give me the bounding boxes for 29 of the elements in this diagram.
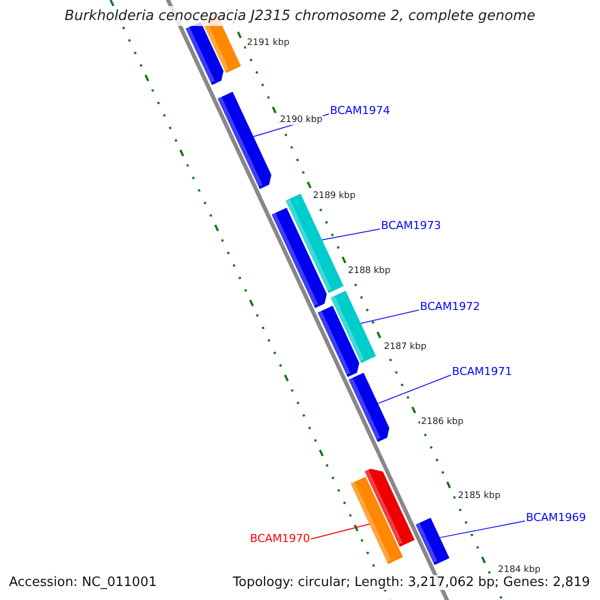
leader-line (321, 228, 380, 240)
leader-line (360, 310, 420, 324)
position-label: 2190 kbp (279, 115, 324, 125)
gene-bar (318, 306, 359, 376)
leader-line (440, 520, 526, 538)
gene-bar (351, 477, 403, 564)
position-label: 2188 kbp (347, 266, 392, 276)
gene-bar (348, 372, 389, 442)
gene-bar (330, 290, 376, 363)
gene-bar (416, 518, 450, 564)
gene-bar (272, 208, 327, 308)
gene-bar (365, 468, 415, 546)
position-label: 2191 kbp (246, 38, 290, 48)
gene-label: BCAM1970 (250, 532, 310, 545)
gene-label: BCAM1974 (330, 104, 390, 117)
position-label: 2187 kbp (383, 342, 428, 352)
gene-label: BCAM1971 (452, 365, 512, 378)
position-label: 2184 kbp (497, 565, 542, 575)
leader-line (310, 524, 370, 540)
position-label: 2186 kbp (420, 417, 464, 427)
gene-label: BCAM1969 (526, 511, 586, 524)
gene-label: BCAM1972 (420, 300, 480, 313)
leader-line (377, 374, 452, 404)
position-label: 2185 kbp (457, 491, 502, 501)
accession-text: Accession: NC_011001 (9, 575, 157, 590)
position-label: 2189 kbp (312, 191, 356, 201)
gene-bar (218, 92, 272, 188)
genome-info-text: Topology: circular; Length: 3,217,062 bp; Genes: 2,819 (232, 575, 590, 590)
gene-label: BCAM1973 (381, 219, 442, 232)
